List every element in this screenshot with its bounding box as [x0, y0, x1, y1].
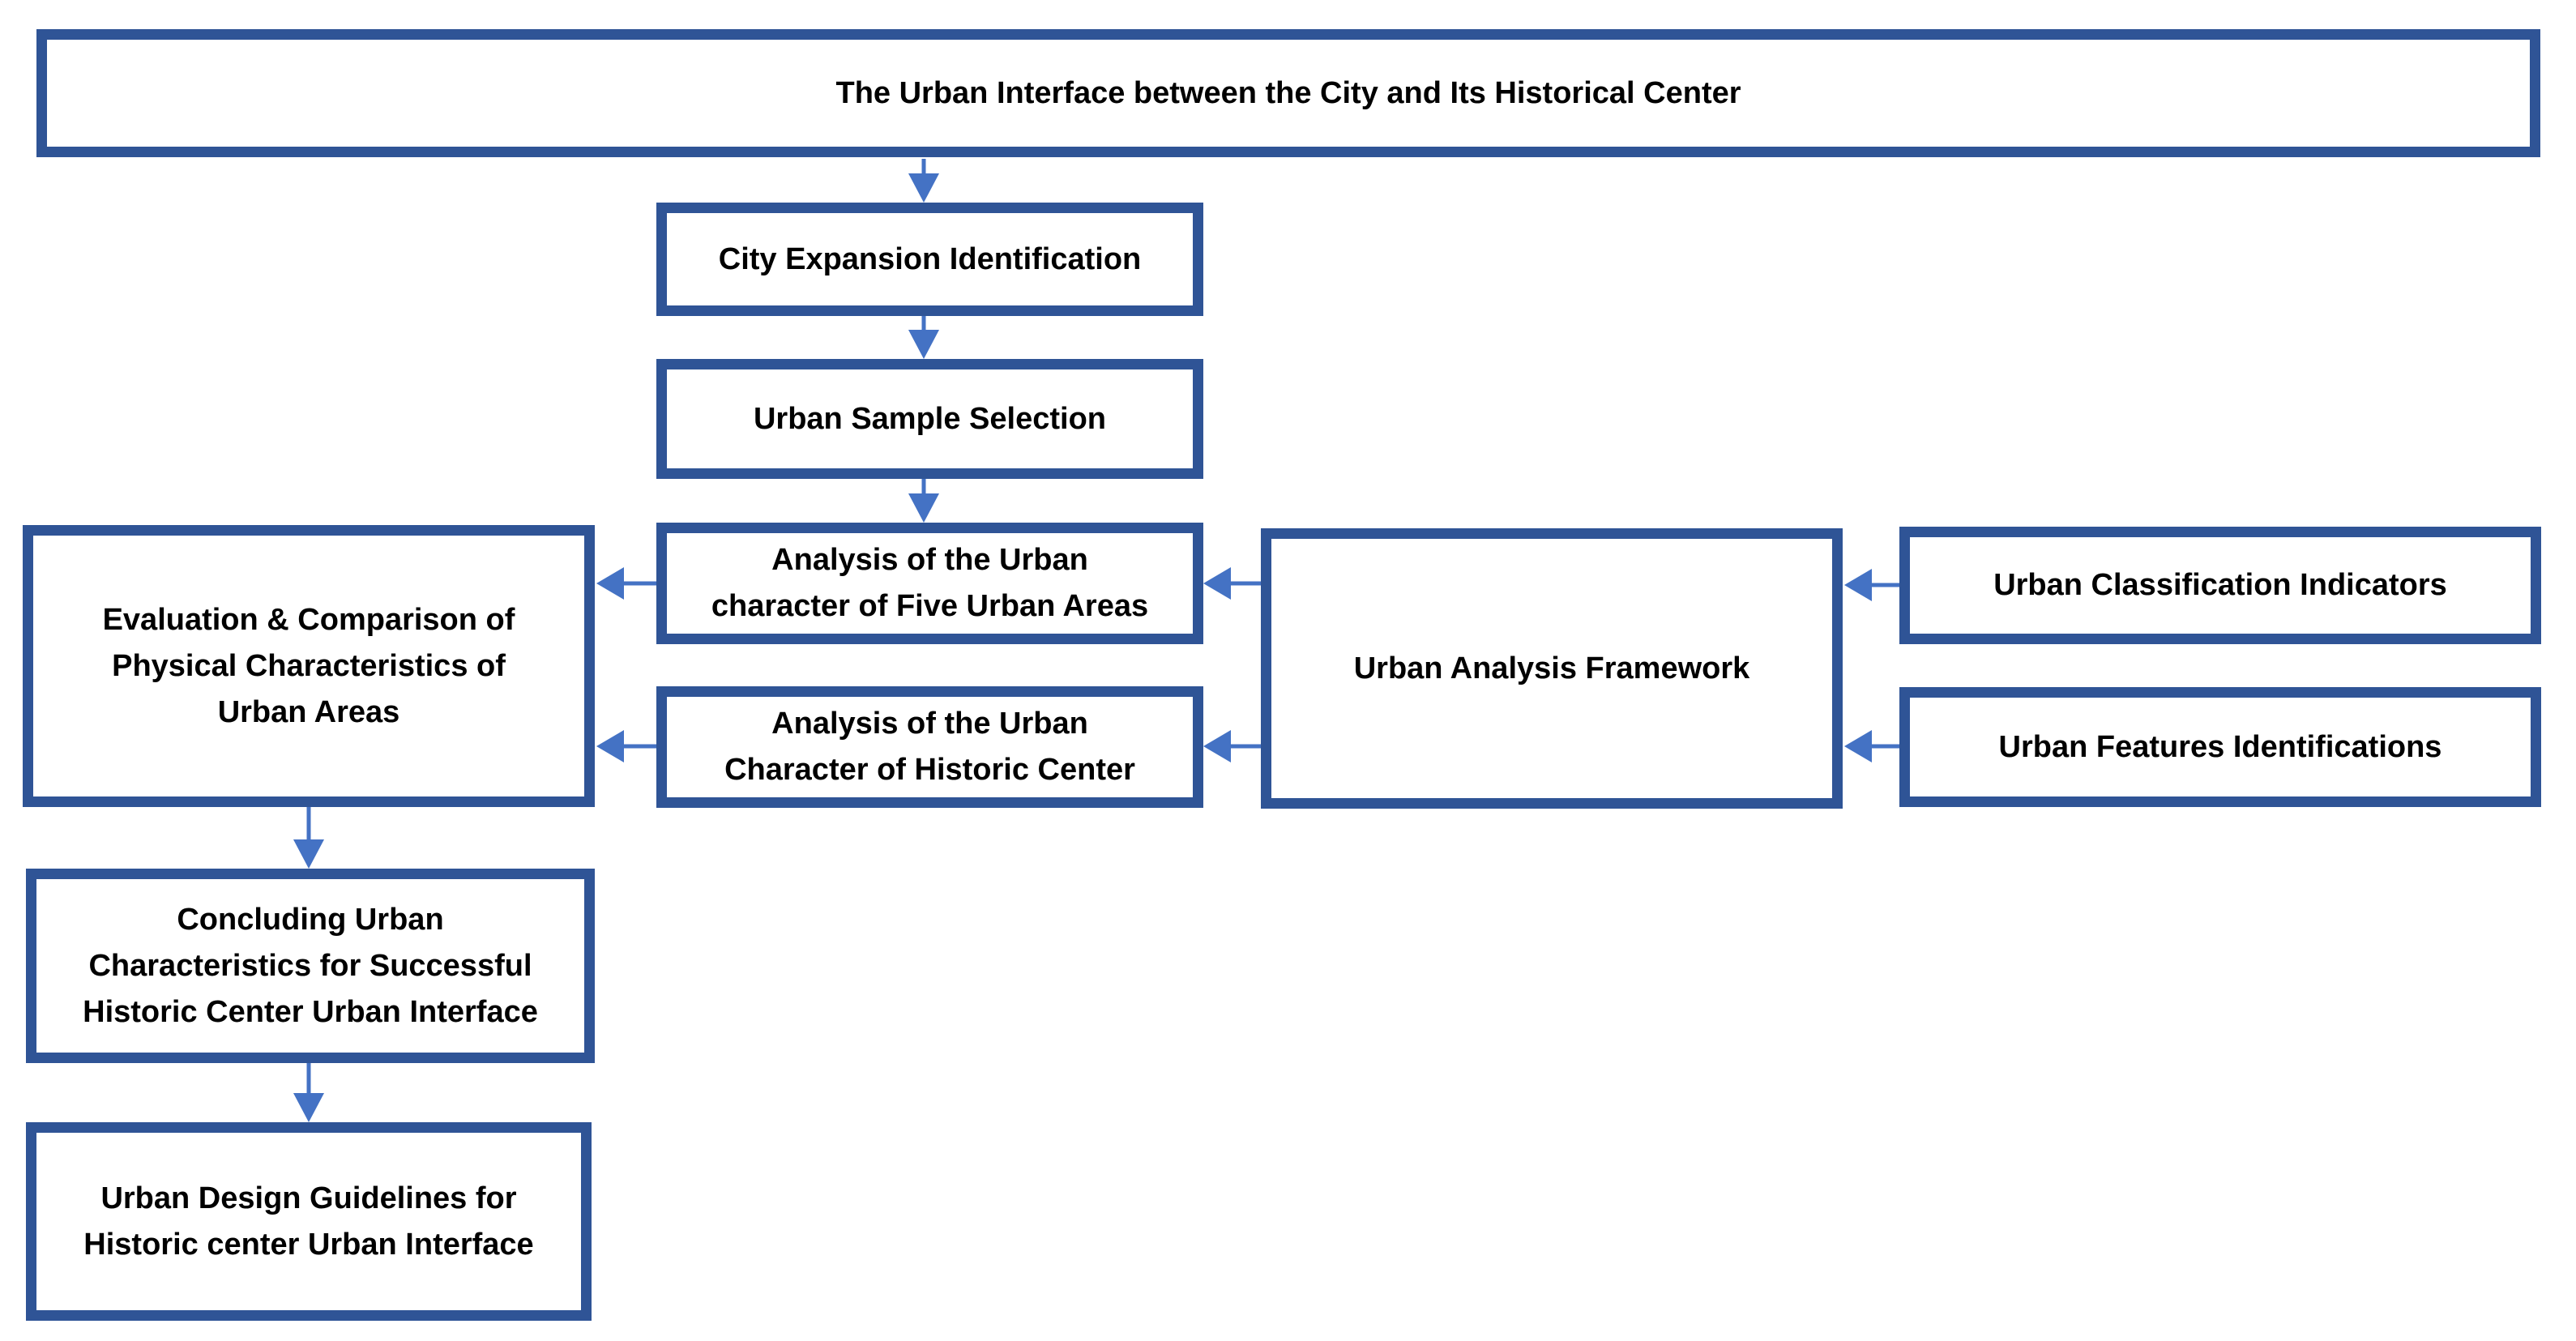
node-urban-classification-indicators: Urban Classification Indicators — [1899, 527, 2541, 644]
arrow-framework-to-analysis-historic — [1203, 730, 1261, 762]
node-analysis-historic-label: Analysis of the Urban Character of Histo… — [724, 707, 1135, 787]
arrow-concluding-to-guidelines — [293, 1063, 324, 1122]
node-analysis-five-label: Analysis of the Urban character of Five … — [711, 543, 1149, 623]
node-title: The Urban Interface between the City and… — [36, 29, 2540, 157]
arrow-analysis-historic-to-evaluation — [596, 730, 656, 762]
arrow-classification-to-framework — [1844, 569, 1899, 601]
node-urban-sample-label: Urban Sample Selection — [753, 401, 1106, 436]
node-urban-sample-selection: Urban Sample Selection — [656, 359, 1203, 479]
node-urban-analysis-framework: Urban Analysis Framework — [1261, 528, 1843, 809]
node-features-label: Urban Features Identifications — [1998, 729, 2442, 764]
arrow-features-to-framework — [1844, 730, 1899, 762]
arrow-analysis-five-to-evaluation — [596, 567, 656, 600]
arrow-urban-sample-to-analysis-five — [908, 479, 939, 523]
node-evaluation-comparison: Evaluation & Comparison of Physical Char… — [23, 525, 595, 807]
node-concluding-characteristics: Concluding Urban Characteristics for Suc… — [26, 869, 595, 1063]
node-concluding-label: Concluding Urban Characteristics for Suc… — [83, 902, 538, 1029]
node-analysis-historic-center: Analysis of the Urban Character of Histo… — [656, 686, 1203, 808]
arrow-city-expansion-to-urban-sample — [908, 316, 939, 359]
node-urban-design-guidelines: Urban Design Guidelines for Historic cen… — [26, 1122, 592, 1321]
node-city-expansion-label: City Expansion Identification — [718, 241, 1142, 276]
node-classification-label: Urban Classification Indicators — [1993, 568, 2447, 602]
node-urban-features-identifications: Urban Features Identifications — [1899, 687, 2541, 807]
node-evaluation-label: Evaluation & Comparison of Physical Char… — [102, 602, 515, 729]
node-guidelines-label: Urban Design Guidelines for Historic cen… — [83, 1181, 534, 1262]
arrow-evaluation-to-concluding — [293, 807, 324, 869]
node-city-expansion-identification: City Expansion Identification — [656, 203, 1203, 316]
node-title-label: The Urban Interface between the City and… — [835, 75, 1741, 110]
arrow-title-to-city-expansion — [908, 159, 939, 203]
node-analysis-five-urban-areas: Analysis of the Urban character of Five … — [656, 523, 1203, 644]
node-framework-label: Urban Analysis Framework — [1353, 651, 1750, 685]
arrow-framework-to-analysis-five — [1203, 567, 1261, 600]
